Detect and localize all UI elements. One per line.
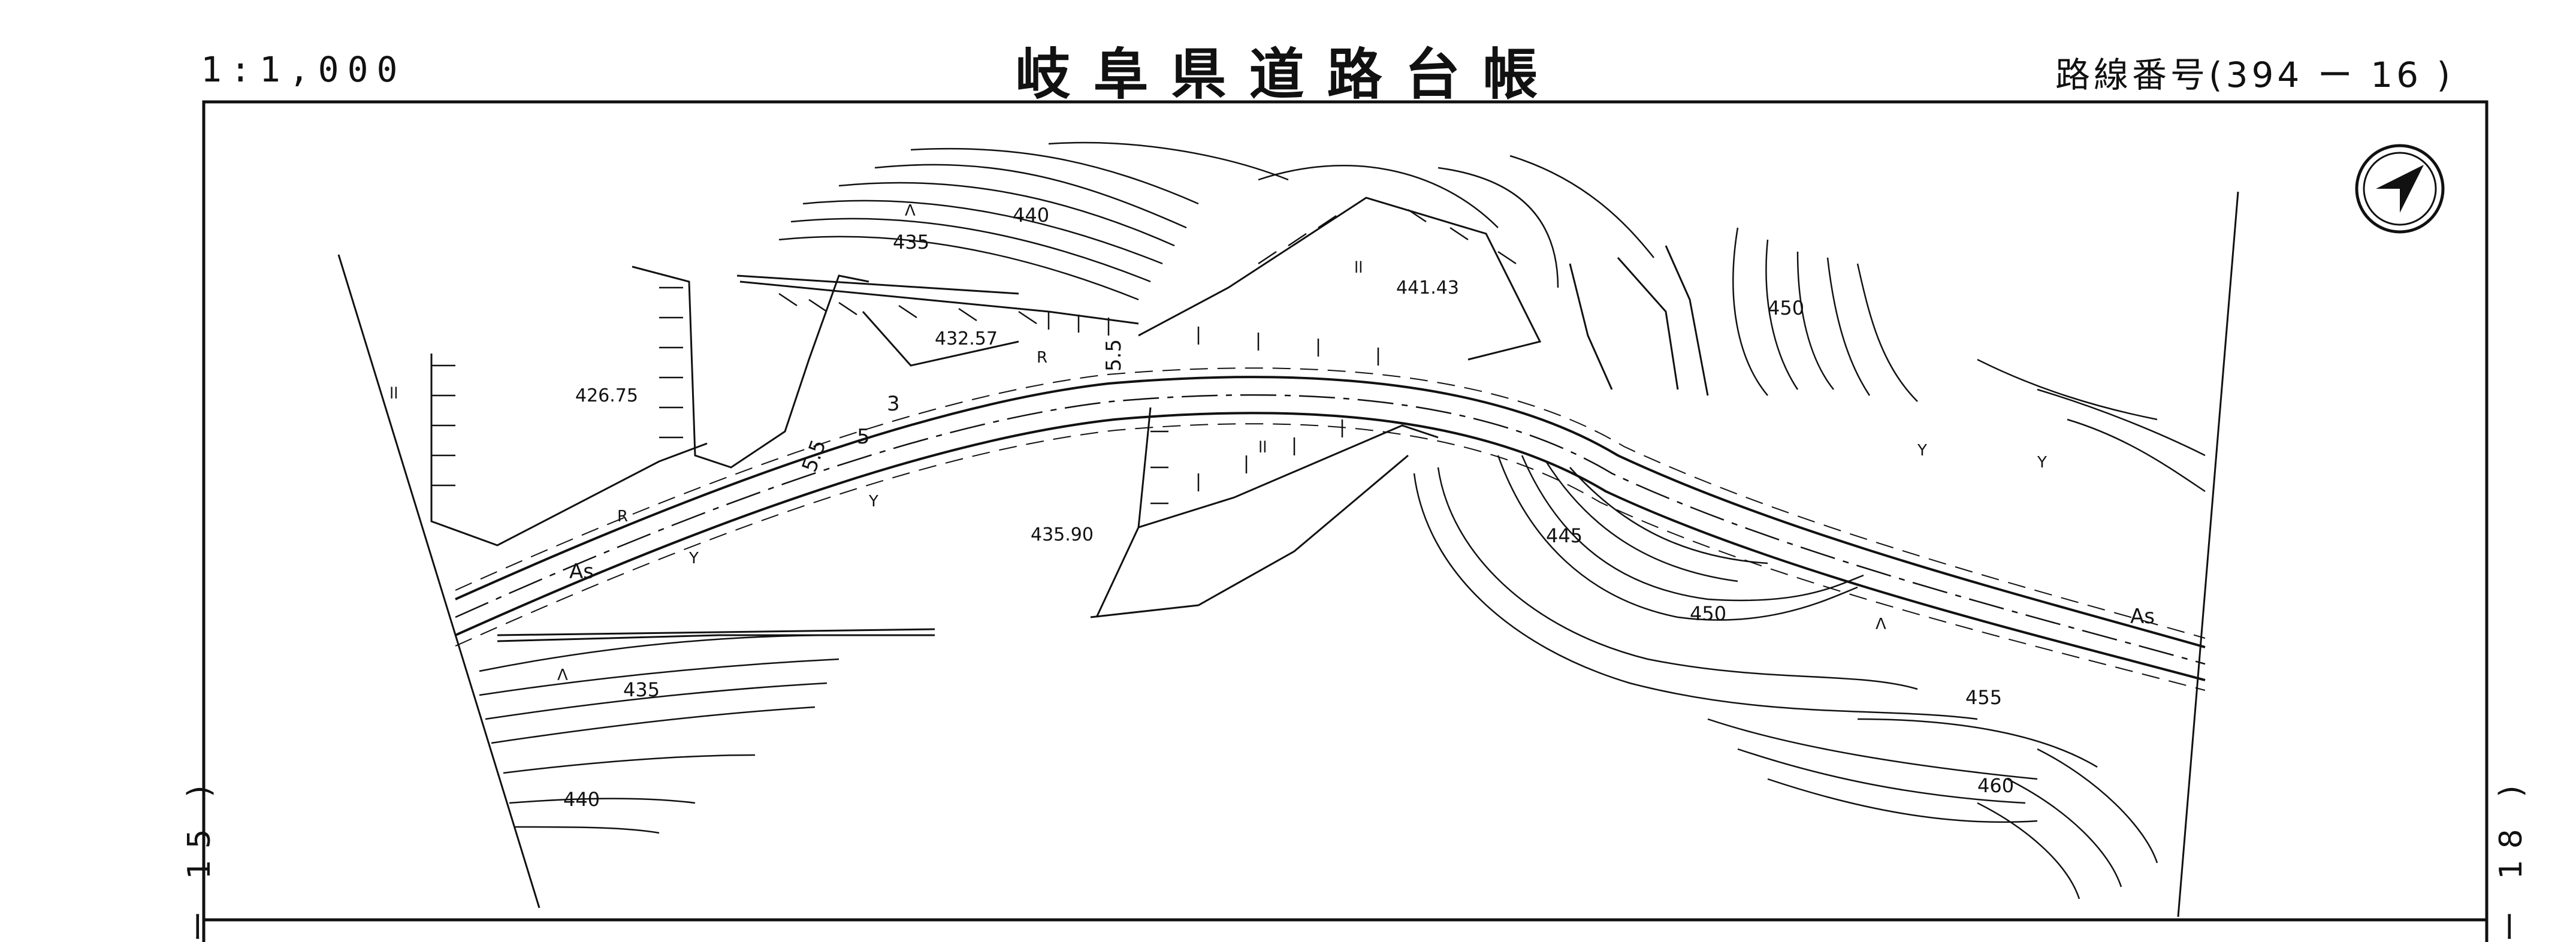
contour-label: 450	[1690, 602, 1726, 625]
spot-elevation: 426.75	[575, 385, 638, 406]
spot-elevation: 441.43	[1396, 277, 1459, 298]
property-lines	[430, 197, 1709, 642]
contour-label: 455	[1965, 686, 2002, 709]
contour-label: 450	[1768, 297, 1804, 319]
road-width-label: 5	[857, 425, 870, 449]
land-symbol: ll	[1258, 439, 1267, 457]
contour-label: 435	[893, 231, 929, 253]
land-symbol: Y	[2037, 454, 2047, 472]
spot-elevation: 435.90	[1031, 524, 1094, 545]
map-scale: 1:1,000	[201, 49, 406, 90]
pavement-label: As	[2130, 605, 2155, 629]
page-title: 岐阜県道路台帳	[1015, 42, 1561, 107]
survey-boundary	[337, 191, 2239, 917]
spot-elevation: 432.57	[935, 328, 998, 349]
land-symbol: R	[617, 508, 628, 526]
road-width-label: 5.5	[1102, 339, 1126, 372]
land-symbol: ll	[389, 385, 398, 403]
contour-label: 435	[623, 678, 660, 701]
land-symbol: Λ	[557, 666, 568, 684]
contour-label: 440	[1013, 204, 1049, 227]
land-symbol: Y	[688, 550, 699, 567]
contour-label: 440	[563, 788, 600, 811]
route-number: 路線番号(394 ー 16 )	[2055, 55, 2454, 95]
land-symbol: Λ	[905, 202, 916, 220]
land-use-symbols: Y Y Y Y R R Λ Λ Λ ll ll ll	[389, 202, 2047, 684]
land-symbol: Λ	[1876, 615, 1886, 633]
land-symbol: R	[1037, 349, 1047, 367]
road	[455, 367, 2206, 691]
spot-elevation-group: 426.75 432.57 441.43 435.90	[575, 277, 1459, 545]
contour-label-group: 440 435 450 445 450 455 460 435 440	[563, 204, 2014, 811]
embankment-hachures	[431, 209, 1517, 505]
contour-label: 445	[1546, 524, 1583, 547]
land-symbol: Y	[1917, 442, 1927, 460]
road-annotation-group: As As 5.5 5 3 5.5	[569, 339, 2155, 629]
pavement-label: As	[569, 560, 594, 584]
land-symbol: Y	[868, 493, 878, 511]
contour-label: 460	[1977, 774, 2014, 797]
road-width-label: 3	[887, 392, 900, 416]
north-arrow-icon	[2355, 144, 2445, 234]
contour-lines	[479, 141, 2206, 899]
land-symbol: ll	[1354, 259, 1363, 277]
map-frame	[202, 100, 2489, 942]
